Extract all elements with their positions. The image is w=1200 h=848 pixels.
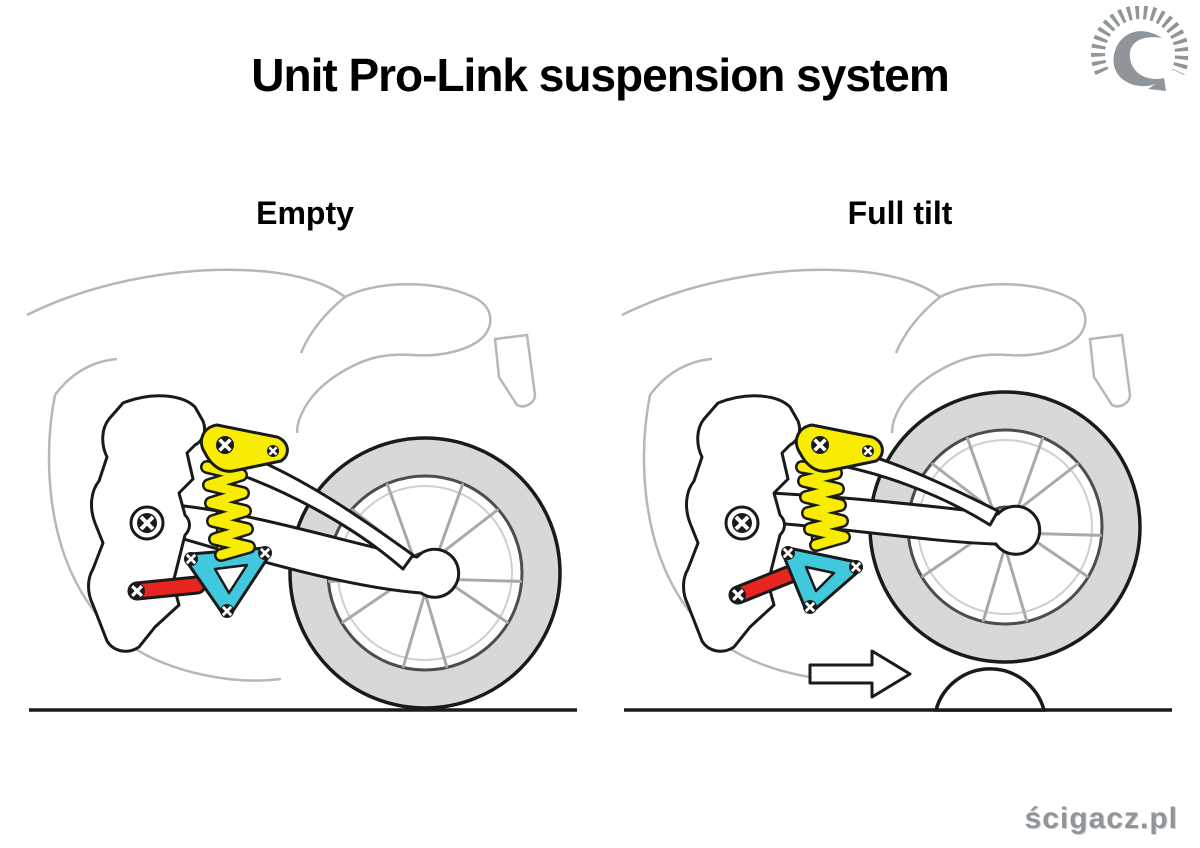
panel-label-full-tilt: Full tilt [847,195,953,231]
helmet-crest-bristles [1091,5,1189,75]
diagram-empty [25,268,577,712]
linkage-triangle-cyan [779,544,865,616]
scigacz-logo-icon [1088,5,1189,96]
shock-top-mount-yellow [200,423,289,473]
direction-arrow [808,649,912,699]
watermark-text: ścigacz.pl [1024,802,1178,835]
helmet-cheek [1148,78,1166,91]
frame-plate [89,396,205,652]
frame-plate [684,396,800,652]
shock-top-mount-yellow [795,423,884,473]
helmet-profile [1113,31,1164,87]
shock-absorber [795,453,851,552]
panel-label-empty: Empty [256,195,354,231]
pull-rod-red [728,561,808,605]
shock-absorber [200,453,256,562]
diagram-full-tilt [620,268,1172,712]
pull-rod-red [127,575,207,601]
page-title: Unit Pro-Link suspension system [251,49,949,101]
road-bump [933,667,1047,712]
linkage-triangle-cyan [182,544,274,620]
